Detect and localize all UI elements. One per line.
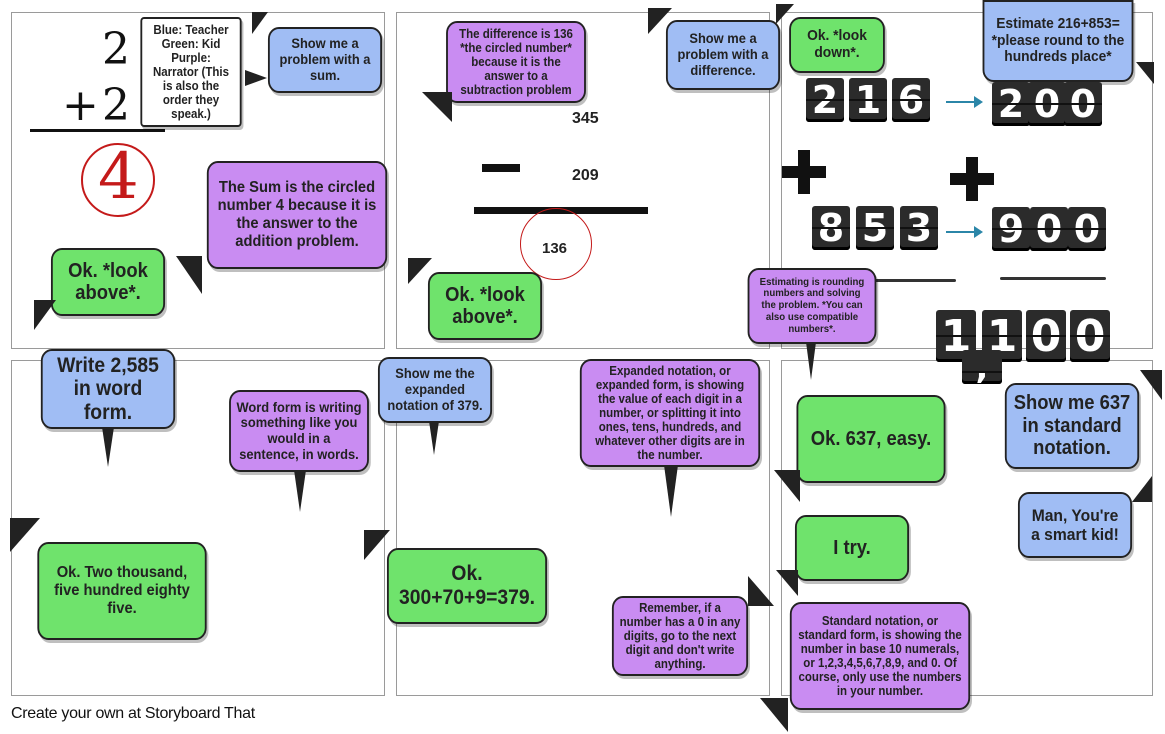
- sum-line: [30, 129, 165, 132]
- digit-tile-1: 1: [849, 78, 887, 122]
- kid-bubble-6-tail: [774, 470, 800, 502]
- kid-bubble-6b: I try.: [794, 515, 910, 581]
- rounded-tile-2: 2: [992, 82, 1030, 126]
- narrator-bubble-4-tail: [294, 470, 306, 512]
- teacher-bubble-3: Estimate 216+853= *please round to the h…: [982, 0, 1134, 82]
- legend-bubble-tail: [245, 70, 267, 86]
- teacher-bubble-3-tail: [1136, 62, 1154, 84]
- kid-bubble-5-tail: [364, 530, 390, 560]
- legend-bubble: Blue: Teacher Green: Kid Purple: Narrato…: [140, 17, 242, 127]
- arrow-icon: [946, 226, 983, 238]
- narrator-bubble-6-tail: [760, 698, 788, 732]
- plus-icon: [782, 150, 826, 194]
- sum-answer: 4: [98, 140, 139, 214]
- digit-tile-8: 8: [812, 206, 850, 250]
- narrator-bubble-3: Estimating is rounding numbers and solvi…: [747, 268, 877, 344]
- teacher-bubble-5: Show me the expanded notation of 379.: [377, 357, 493, 423]
- narrator-bubble-1-tail: [176, 256, 202, 294]
- addend-top: 2: [102, 24, 130, 75]
- result-tile-0b: 0: [1070, 310, 1110, 362]
- minus-sign: [482, 164, 520, 172]
- teacher-bubble-6: Show me 637 in standard notation.: [1004, 383, 1140, 469]
- result-comma-tile: ,: [962, 347, 1002, 387]
- digit-tile-2: 2: [806, 78, 844, 122]
- plus-sign: +: [62, 80, 99, 131]
- teacher-bubble-4: Write 2,585 in word form.: [40, 349, 176, 429]
- narrator-bubble-4: Word form is writing something like you …: [229, 390, 369, 472]
- narrator-bubble-5b-tail: [748, 576, 774, 606]
- subtrahend: 209: [572, 167, 599, 184]
- kid-bubble-1: Ok. *look above*.: [50, 248, 166, 316]
- plus-icon: [950, 157, 994, 201]
- narrator-bubble-6: Standard notation, or standard form, is …: [789, 602, 971, 710]
- rounded-tile-0a: 0: [1028, 82, 1066, 126]
- teacher-bubble-6b: Man, You're a smart kid!: [1017, 492, 1133, 558]
- narrator-bubble-2: The difference is 136 *the circled numbe…: [446, 21, 586, 103]
- kid-bubble-2-tail: [408, 258, 432, 284]
- rounded-tile-0c: 0: [1030, 207, 1068, 251]
- digit-tile-5: 5: [856, 206, 894, 250]
- minuend: 345: [572, 110, 599, 127]
- teacher-bubble-1: Show me a problem with a sum.: [267, 27, 383, 93]
- sum-circle: [81, 143, 155, 217]
- teacher-bubble-5-tail: [429, 421, 439, 455]
- teacher-bubble-2-tail: [648, 8, 672, 34]
- digit-tile-3: 3: [900, 206, 938, 250]
- total-line: [1000, 277, 1106, 280]
- kid-bubble-2: Ok. *look above*.: [427, 272, 543, 340]
- kid-bubble-4: Ok. Two thousand, five hundred eighty fi…: [37, 542, 207, 640]
- kid-bubble-6b-tail: [776, 570, 798, 596]
- addend-bottom: 2: [102, 80, 130, 131]
- narrator-bubble-5b: Remember, if a number has a 0 in any dig…: [611, 596, 749, 676]
- result-tile-0a: 0: [1026, 310, 1066, 362]
- narrator-bubble-1: The Sum is the circled number 4 because …: [206, 161, 388, 269]
- total-line: [848, 279, 956, 282]
- kid-bubble-3-tail: [776, 4, 794, 24]
- kid-bubble-3: Ok. *look down*.: [789, 17, 885, 73]
- kid-bubble-4-tail: [10, 518, 40, 552]
- narrator-bubble-3-tail: [806, 342, 816, 380]
- rounded-tile-0b: 0: [1064, 82, 1102, 126]
- difference-circle: [520, 208, 592, 280]
- rounded-tile-0d: 0: [1068, 207, 1106, 251]
- difference-answer: 136: [542, 240, 568, 257]
- narrator-bubble-5: Expanded notation, or expanded form, is …: [579, 359, 761, 467]
- teacher-bubble-6-tail: [1140, 370, 1162, 400]
- narrator-bubble-5-tail: [664, 465, 678, 517]
- kid-bubble-5: Ok. 300+70+9=379.: [386, 548, 548, 624]
- digit-tile-6: 6: [892, 78, 930, 122]
- narrator-bubble-2-tail: [422, 92, 452, 122]
- arrow-icon: [946, 96, 983, 108]
- teacher-bubble-1-tail: [252, 12, 268, 34]
- teacher-bubble-4-tail: [102, 427, 114, 467]
- kid-bubble-1-tail: [34, 300, 56, 330]
- teacher-bubble-6b-tail: [1132, 476, 1152, 502]
- footer-text: Create your own at Storyboard That: [11, 705, 255, 722]
- rounded-tile-9: 9: [992, 207, 1030, 251]
- teacher-bubble-2: Show me a problem with a difference.: [665, 20, 781, 90]
- kid-bubble-6: Ok. 637, easy.: [796, 395, 946, 483]
